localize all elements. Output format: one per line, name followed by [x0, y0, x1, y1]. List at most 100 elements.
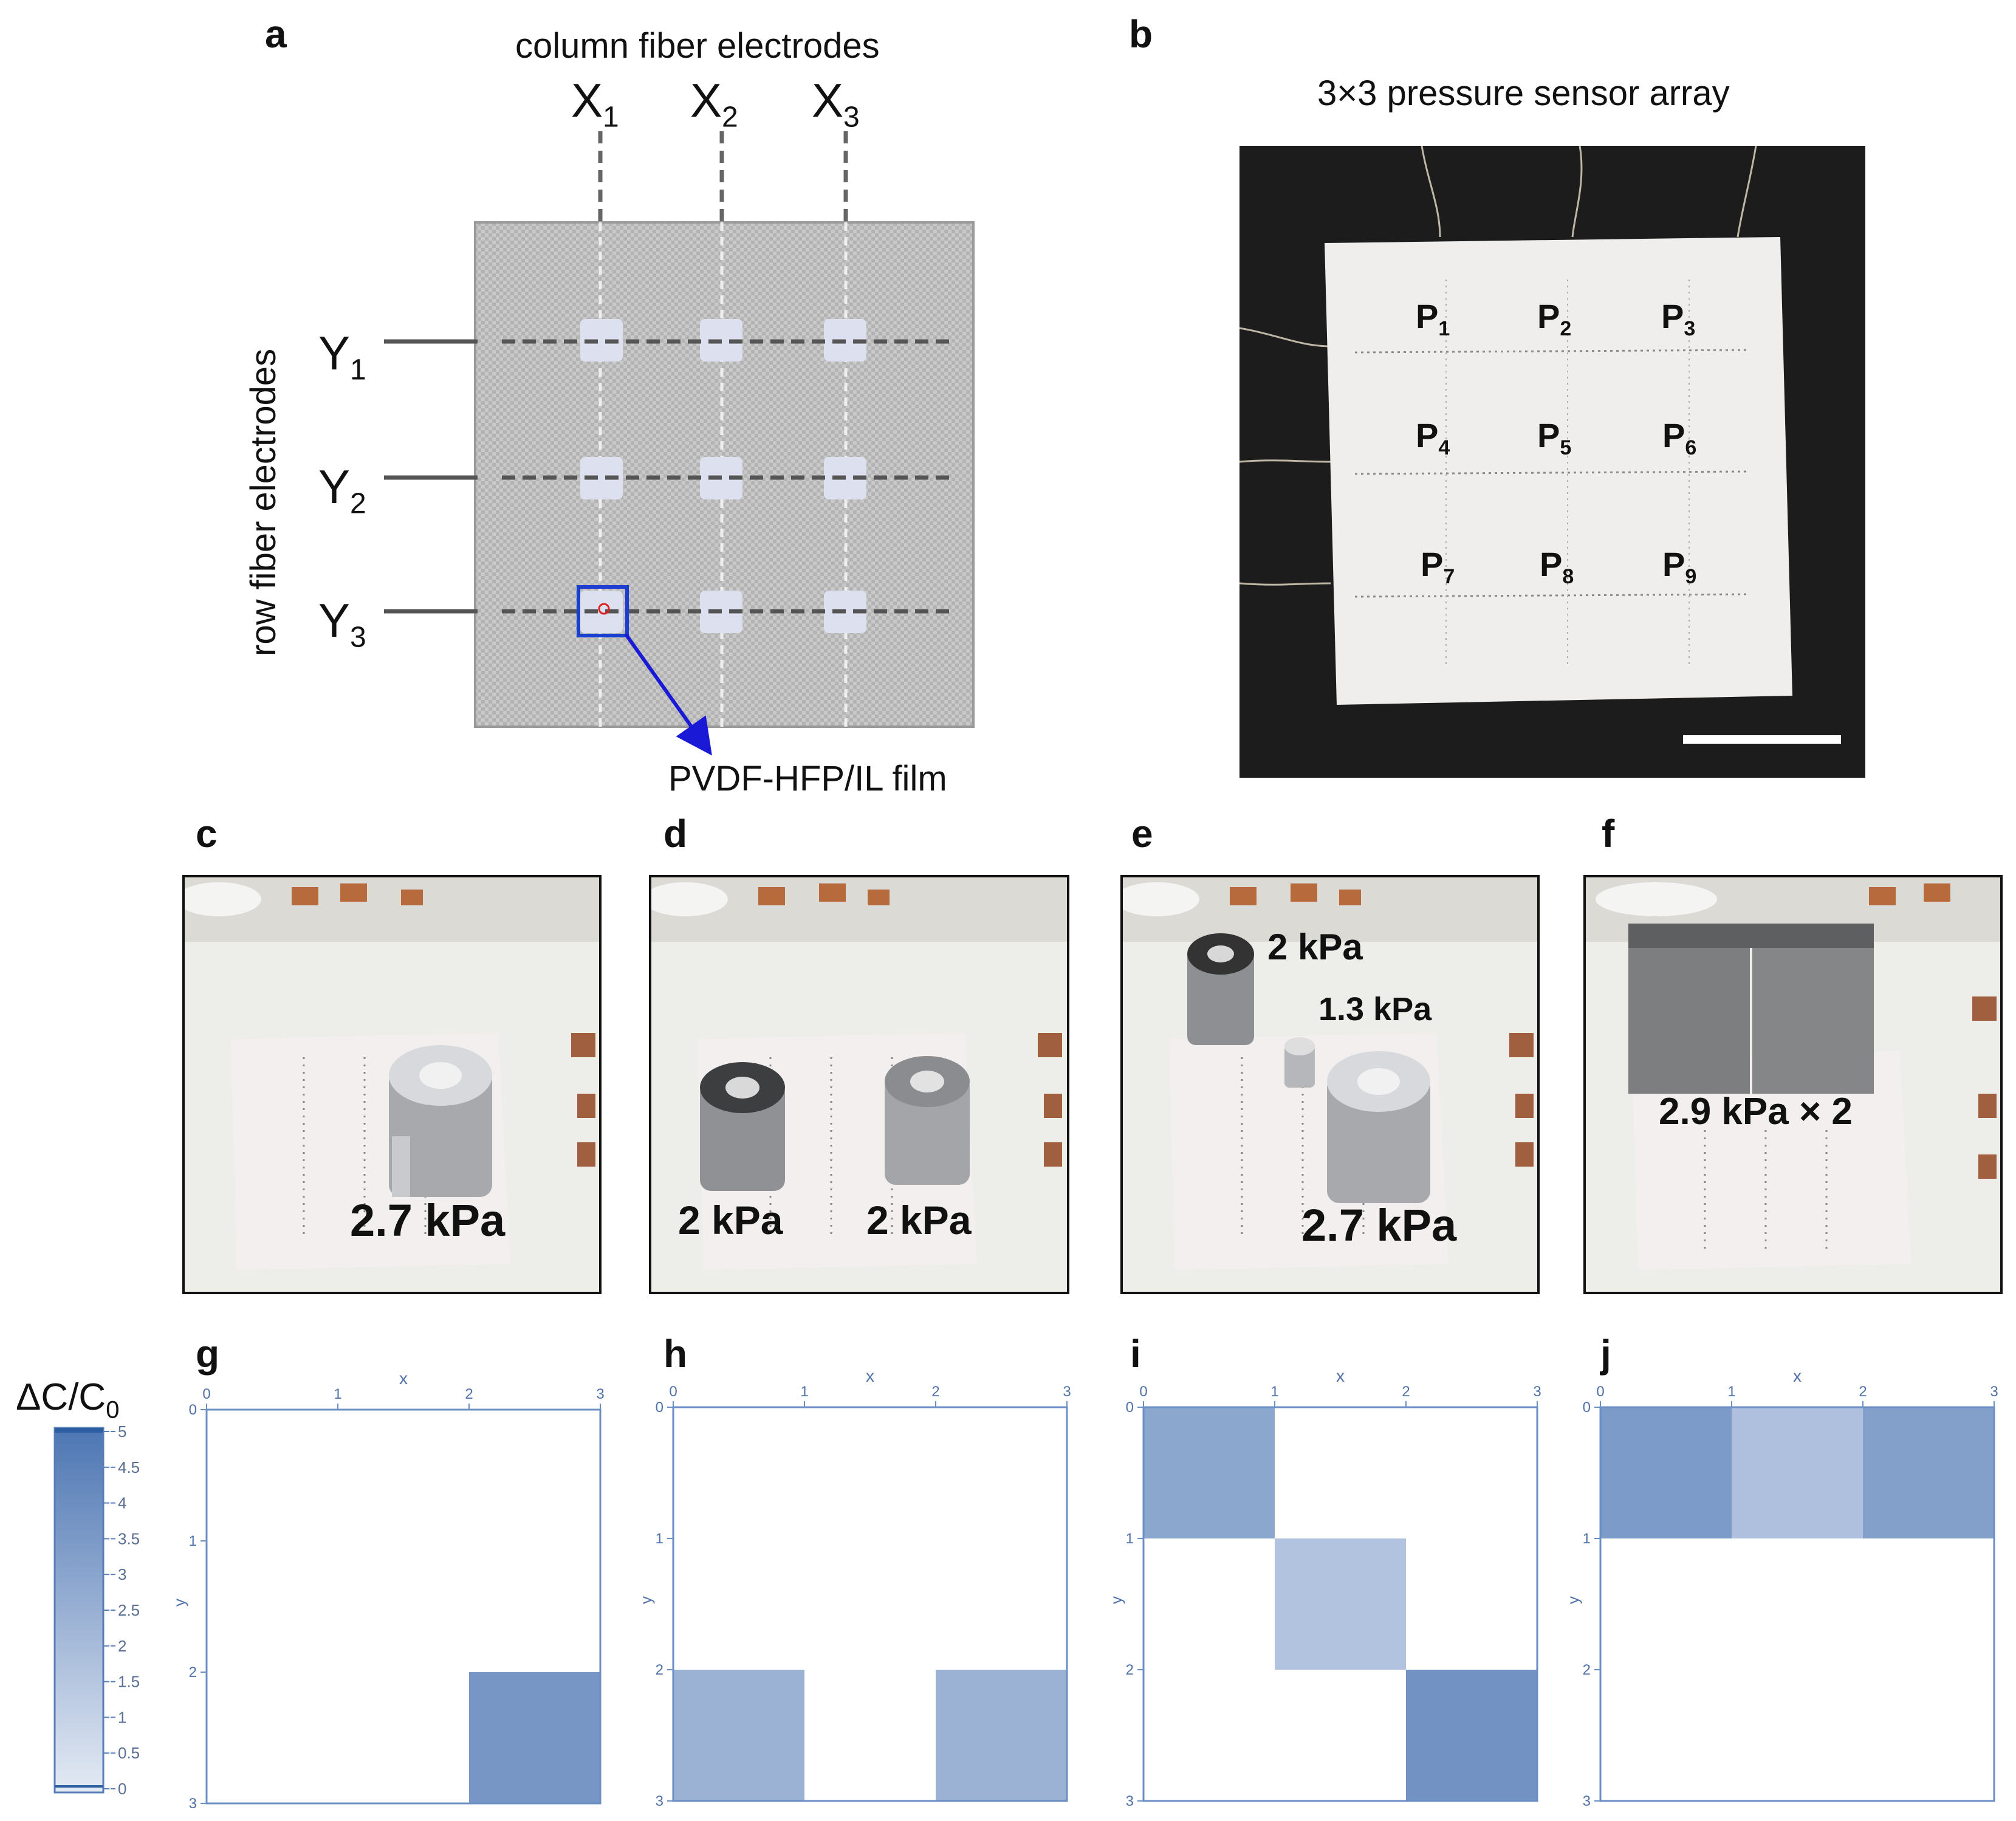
panel-label-j: j: [1600, 1332, 1611, 1376]
callout-arrow: [624, 633, 712, 756]
heatmap-cell: [1600, 1407, 1732, 1538]
highlight-dot: [598, 603, 610, 615]
heatmap-cell: [936, 1670, 1067, 1801]
photo-c-frame: [182, 875, 602, 1294]
colorbar-tick-label: 2: [118, 1637, 126, 1655]
sensor-point-p3: P3: [1661, 297, 1696, 341]
heatmap-cell: [673, 1670, 804, 1801]
colorbar-tick-label: 2.5: [118, 1601, 140, 1619]
load-label-d1: 2 kPa: [678, 1198, 783, 1243]
load-label-e2: 1.3 kPa: [1318, 991, 1432, 1027]
y-tick-label: 2: [1583, 1662, 1591, 1678]
column-leads: [598, 131, 848, 222]
load-label-c1: 2.7 kPa: [350, 1195, 506, 1246]
x-tick-label: 3: [596, 1386, 604, 1402]
panel-label-i: i: [1130, 1332, 1141, 1376]
x-tick-label: 2: [465, 1386, 473, 1402]
x-tick-label: 0: [1139, 1384, 1147, 1400]
column-label-x2: X2: [690, 74, 738, 134]
highlight-box: [577, 585, 629, 637]
row-label-y2: Y2: [318, 460, 366, 520]
sensor-point-p7: P7: [1421, 545, 1455, 589]
x-tick-label: 1: [1727, 1384, 1735, 1400]
heatmap-cell: [469, 1672, 600, 1803]
heatmap-g: 0123x0123y: [176, 1369, 605, 1812]
x-tick-label: 2: [1402, 1384, 1410, 1400]
x-tick-label: 2: [1859, 1384, 1867, 1400]
heatmap-j: 0123x0123y: [1570, 1367, 1998, 1809]
panel-label-h: h: [663, 1332, 688, 1376]
colorbar-tick-label: 1.5: [118, 1673, 140, 1691]
y-tick-label: 3: [656, 1793, 663, 1809]
array-photo: [1239, 146, 1865, 778]
heatmap-i: 0123x0123y: [1113, 1367, 1541, 1809]
array-title: 3×3 pressure sensor array: [1317, 74, 1730, 113]
heatmap-frame: [205, 1408, 602, 1805]
photo-d-frame: [649, 875, 1069, 1294]
sensor-point-p4: P4: [1416, 416, 1450, 460]
y-axis-label: y: [176, 1599, 188, 1607]
photo-f-frame: [1583, 875, 2003, 1294]
y-tick-label: 3: [1126, 1793, 1134, 1809]
row-label-y1: Y1: [318, 326, 366, 386]
load-label-e1: 2 kPa: [1267, 927, 1363, 967]
x-axis-label: x: [1793, 1367, 1802, 1385]
heatmap-cell: [1863, 1407, 1994, 1538]
load-label-e3: 2.7 kPa: [1301, 1200, 1457, 1250]
sensor-point-p2: P2: [1537, 297, 1572, 341]
colorbar-tick-label: 4.5: [118, 1458, 140, 1476]
x-tick-label: 1: [1270, 1384, 1278, 1400]
scale-bar: [1683, 735, 1841, 744]
panel-label-f: f: [1602, 812, 1615, 856]
column-label-x1: X1: [571, 74, 619, 134]
x-tick-label: 3: [1063, 1384, 1071, 1400]
y-tick-label: 2: [1126, 1662, 1134, 1678]
y-tick-label: 3: [189, 1795, 197, 1812]
load-label-f1: 2.9 kPa × 2: [1659, 1091, 1853, 1133]
panel-label-g: g: [196, 1332, 220, 1376]
x-axis-label: x: [399, 1369, 408, 1388]
row-leads: [384, 339, 478, 614]
x-tick-label: 3: [1990, 1384, 1998, 1400]
panel-label-c: c: [196, 812, 218, 856]
sensor-point-p9: P9: [1662, 545, 1697, 589]
y-tick-label: 2: [189, 1664, 197, 1681]
load-label-d2: 2 kPa: [866, 1198, 972, 1243]
photo-f: [1583, 875, 2003, 1294]
colorbar: 54.543.532.521.510.50: [53, 1422, 140, 1798]
column-electrodes-title: column fiber electrodes: [515, 26, 880, 66]
heatmap-cell: [1143, 1407, 1275, 1538]
photo-d: [649, 875, 1069, 1294]
x-tick-label: 2: [931, 1384, 939, 1400]
heatmap-cell: [1732, 1407, 1863, 1538]
y-axis-label: y: [1570, 1596, 1582, 1604]
x-tick-label: 0: [202, 1386, 210, 1402]
y-tick-label: 1: [1583, 1531, 1591, 1547]
y-axis-label: y: [643, 1596, 655, 1604]
photo-c: [182, 875, 602, 1294]
sensor-point-p6: P6: [1662, 416, 1697, 460]
photo-e-frame: [1120, 875, 1540, 1294]
colorbar-tick-label: 4: [118, 1494, 126, 1512]
electrode-schematic: [384, 131, 975, 756]
x-tick-label: 1: [334, 1386, 341, 1402]
heatmap-frame: [1599, 1406, 1995, 1802]
y-tick-label: 1: [656, 1531, 663, 1547]
panel-label-d: d: [663, 812, 688, 856]
colorbar-gradient: [53, 1427, 105, 1794]
sensor-point-p8: P8: [1540, 545, 1574, 589]
y-tick-label: 1: [189, 1533, 197, 1549]
colorbar-tick-label: 0: [118, 1780, 126, 1798]
x-axis-label: x: [866, 1367, 874, 1385]
colorbar-tick-label: 3: [118, 1565, 126, 1583]
x-tick-label: 1: [800, 1384, 808, 1400]
colorbar-tick-label: 3.5: [118, 1529, 140, 1548]
film-label: PVDF-HFP/IL film: [668, 759, 947, 798]
heatmap-h: 0123x0123y: [643, 1367, 1071, 1809]
y-tick-label: 0: [1583, 1399, 1591, 1416]
y-tick-label: 3: [1583, 1793, 1591, 1809]
colorbar-tick-label: 0.5: [118, 1744, 140, 1762]
panel-label-b: b: [1129, 12, 1153, 56]
x-axis-label: x: [1336, 1367, 1345, 1385]
colorbar-tick-label: 5: [118, 1422, 126, 1441]
